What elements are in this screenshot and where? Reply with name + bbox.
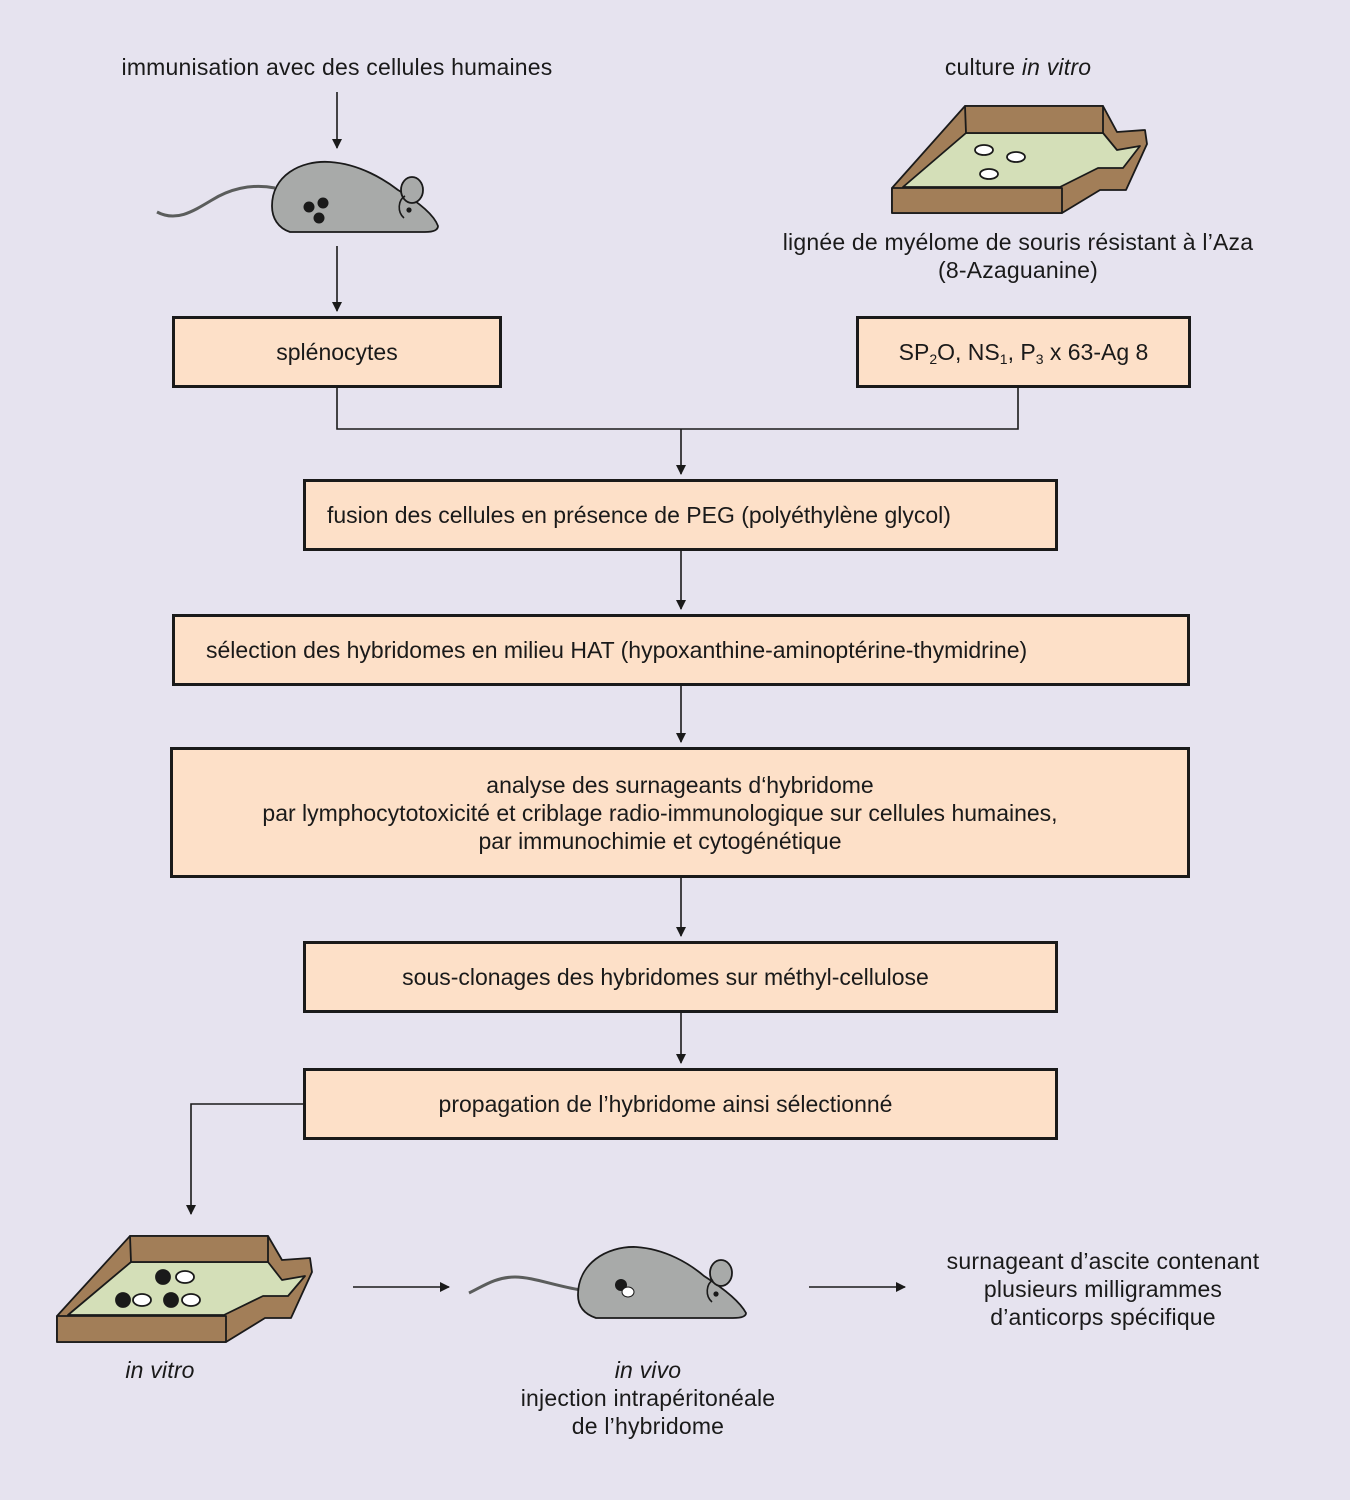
culture-label-prefix: culture <box>944 54 1022 80</box>
injection-line1: injection intrapéritonéale <box>520 1385 776 1411</box>
myeloma-label-line1: lignée de myélome de souris résistant à … <box>782 229 1254 255</box>
cell-line-ns: O, NS <box>937 339 1000 365</box>
analysis-line1: analyse des surnageants d‘hybridome <box>486 771 874 798</box>
mouse-icon-top <box>156 161 439 233</box>
culture-in-vitro-label: culture in vitro <box>870 53 1166 81</box>
myeloma-label-line2: (8-Azaguanine) <box>937 257 1099 283</box>
analysis-line3: par immunochimie et cytogénétique <box>478 827 842 854</box>
cell-line-ns-sub: 1 <box>999 351 1008 367</box>
fusion-box: fusion des cellules en présence de PEG (… <box>303 479 1058 551</box>
injection-line2: de l’hybridome <box>571 1413 725 1439</box>
culture-tray-icon-top <box>891 105 1148 214</box>
in-vivo-label: in vivo injection intrapéritonéale de l’… <box>468 1356 828 1440</box>
cell-line-p: , P <box>1007 339 1036 365</box>
in-vitro-label: in vitro <box>125 1357 195 1383</box>
fusion-label: fusion des cellules en présence de PEG (… <box>327 502 951 528</box>
propagation-box: propagation de l’hybridome ainsi sélecti… <box>303 1068 1058 1140</box>
selection-label: sélection des hybridomes en milieu HAT (… <box>206 637 1028 663</box>
mouse-icon-bottom <box>468 1246 747 1319</box>
cell-lines-label: SP2O, NS1, P3 x 63-Ag 8 <box>899 338 1149 366</box>
selection-box: sélection des hybridomes en milieu HAT (… <box>172 614 1190 686</box>
result-line2: plusieurs milligrammes <box>983 1276 1223 1302</box>
subcloning-label: sous-clonages des hybridomes sur méthyl-… <box>402 964 929 990</box>
culture-label-italic: in vitro <box>1021 54 1092 80</box>
cell-line-rest: x 63-Ag 8 <box>1043 339 1149 365</box>
cell-line-p-sub: 3 <box>1035 351 1044 367</box>
cell-line-sp-sub: 2 <box>929 351 938 367</box>
arrow-propagation-to-tray <box>186 1103 303 1215</box>
in-vivo-line: in vivo <box>614 1357 682 1383</box>
culture-tray-icon-bottom <box>56 1235 313 1343</box>
splenocytes-box: splénocytes <box>172 316 502 388</box>
immunisation-label: immunisation avec des cellules humaines <box>121 54 553 80</box>
propagation-label: propagation de l’hybridome ainsi sélecti… <box>438 1091 893 1117</box>
analysis-line2: par lymphocytotoxicité et criblage radio… <box>262 799 1058 826</box>
connector-cell-lines-merge <box>681 388 1019 430</box>
cell-line-sp: SP <box>898 339 930 365</box>
result-line1: surnageant d’ascite contenant <box>946 1248 1260 1274</box>
myeloma-label: lignée de myélome de souris résistant à … <box>748 228 1288 284</box>
cell-lines-box: SP2O, NS1, P3 x 63-Ag 8 <box>856 316 1191 388</box>
connector-splenocytes-merge <box>336 388 681 430</box>
subcloning-box: sous-clonages des hybridomes sur méthyl-… <box>303 941 1058 1013</box>
analysis-text: analyse des surnageants d‘hybridome par … <box>262 771 1097 855</box>
analysis-box: analyse des surnageants d‘hybridome par … <box>170 747 1190 878</box>
result-line3: d’anticorps spécifique <box>990 1304 1216 1330</box>
result-label: surnageant d’ascite contenant plusieurs … <box>908 1247 1298 1331</box>
splenocytes-label: splénocytes <box>276 339 398 365</box>
